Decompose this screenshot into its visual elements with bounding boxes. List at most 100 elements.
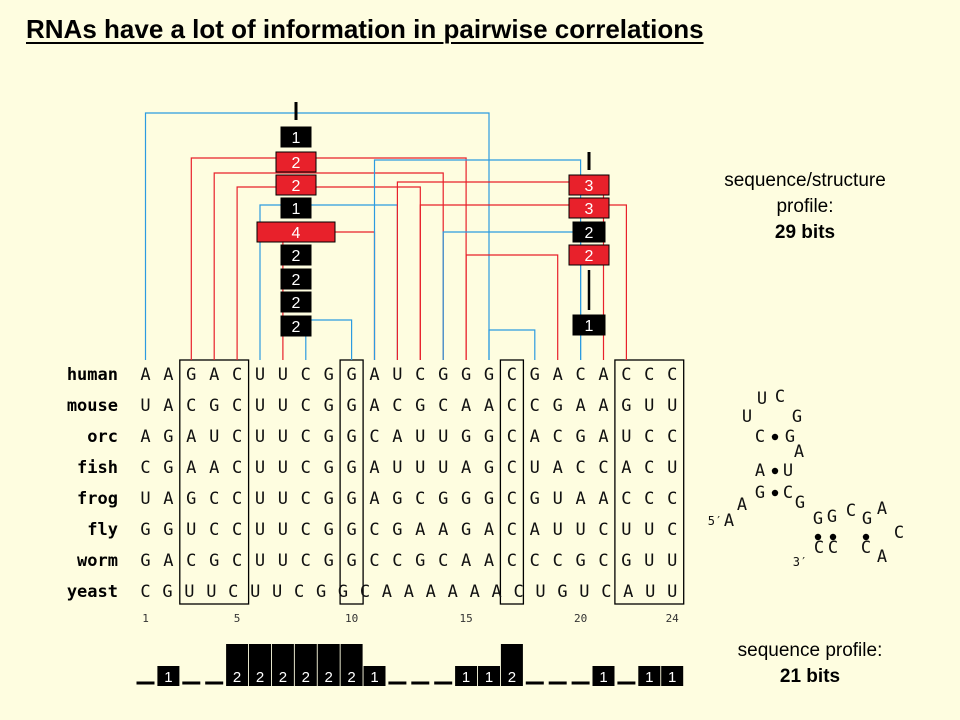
nucleotide: G (324, 396, 334, 416)
nucleotide: A (186, 427, 196, 447)
nucleotide: C (507, 396, 517, 416)
stem2-box (572, 221, 606, 243)
nucleotide: A (404, 582, 414, 602)
nucleotide: C (575, 458, 585, 478)
nucleotide: C (507, 551, 517, 571)
stem1-box-label: 2 (292, 319, 301, 336)
base-pair-dot (829, 533, 837, 541)
nucleotide: A (484, 520, 494, 540)
rna-letter: A (877, 547, 887, 567)
profile-bar (271, 644, 294, 686)
nucleotide: C (415, 489, 425, 509)
stem2-box (572, 314, 606, 336)
nucleotide: U (255, 427, 265, 447)
nucleotide: G (415, 551, 425, 571)
nucleotide: G (324, 551, 334, 571)
profile-bar-label: 1 (599, 669, 607, 686)
nucleotide: U (553, 489, 563, 509)
nucleotide: C (186, 551, 196, 571)
stem2-box-label: 2 (585, 225, 594, 242)
nucleotide: U (579, 582, 589, 602)
species-label: frog (77, 489, 118, 509)
nucleotide: G (324, 489, 334, 509)
species-label: mouse (67, 396, 118, 416)
nucleotide: A (140, 365, 150, 385)
rna-letter: A (755, 461, 765, 481)
pair-connector (419, 204, 627, 360)
five-prime-label: 5′ (708, 514, 722, 528)
profile-bar (592, 666, 615, 686)
nucleotide: U (255, 396, 265, 416)
nucleotide: C (644, 458, 654, 478)
nucleotide: G (324, 365, 334, 385)
profile-bar-label: 1 (645, 669, 653, 686)
pair-connector (465, 254, 559, 360)
stem1-box (280, 291, 312, 313)
nucleotide: A (369, 489, 379, 509)
nucleotide: C (575, 365, 585, 385)
nucleotide: U (250, 582, 260, 602)
nucleotide: U (553, 520, 563, 540)
pair-connector (373, 159, 582, 360)
profile-bar (661, 666, 684, 686)
species-label: yeast (67, 582, 118, 602)
position-number: 24 (666, 612, 680, 625)
nucleotide: C (438, 396, 448, 416)
nucleotide: G (557, 582, 567, 602)
stem2-box (568, 174, 610, 196)
nucleotide: A (598, 365, 608, 385)
nucleotide: U (255, 365, 265, 385)
nucleotide: C (140, 458, 150, 478)
nucleotide: C (232, 551, 242, 571)
rna-letter: C (783, 483, 793, 503)
nucleotide: A (575, 396, 585, 416)
pair-connector (442, 231, 582, 360)
nucleotide: A (461, 396, 471, 416)
nucleotide: G (346, 396, 356, 416)
nucleotide: G (346, 520, 356, 540)
profile-bar (157, 666, 180, 686)
nucleotide: G (162, 582, 172, 602)
rna-letter: U (757, 389, 767, 409)
rna-letter: G (795, 493, 805, 513)
nucleotide: G (316, 582, 326, 602)
nucleotide: U (621, 427, 631, 447)
base-pair-dot (771, 433, 779, 441)
profile-bar-label: 2 (508, 669, 516, 686)
stem1-box-label: 2 (292, 178, 301, 195)
rna-letter: G (755, 483, 765, 503)
stem1-box-label: 2 (292, 272, 301, 289)
nucleotide: A (186, 458, 196, 478)
base-pair-dot (771, 467, 779, 475)
nucleotide: G (324, 458, 334, 478)
nucleotide: U (255, 489, 265, 509)
nucleotide: A (209, 365, 219, 385)
nucleotide: U (184, 582, 194, 602)
nucleotide: C (294, 582, 304, 602)
nucleotide: A (163, 551, 173, 571)
profile-bar (363, 666, 386, 686)
stem2-box-label: 3 (585, 178, 594, 195)
page-title: RNAs have a lot of information in pairwi… (26, 14, 704, 44)
rna-letter: G (813, 509, 823, 529)
nucleotide: G (338, 582, 348, 602)
nucleotide: U (575, 520, 585, 540)
nucleotide: A (140, 427, 150, 447)
nucleotide: A (598, 489, 608, 509)
nucleotide: C (598, 520, 608, 540)
position-number: 5 (234, 612, 241, 625)
nucleotide: C (228, 582, 238, 602)
profile-bar-label: 1 (370, 669, 378, 686)
nucleotide: C (598, 551, 608, 571)
nucleotide: C (507, 365, 517, 385)
stem1-box-label: 1 (292, 201, 301, 218)
nucleotide: U (255, 520, 265, 540)
nucleotide: C (209, 489, 219, 509)
nucleotide: U (206, 582, 216, 602)
nucleotide: C (301, 520, 311, 540)
rna-letter: A (877, 499, 887, 519)
nucleotide: C (301, 489, 311, 509)
nucleotide: U (272, 582, 282, 602)
nucleotide: G (461, 489, 471, 509)
